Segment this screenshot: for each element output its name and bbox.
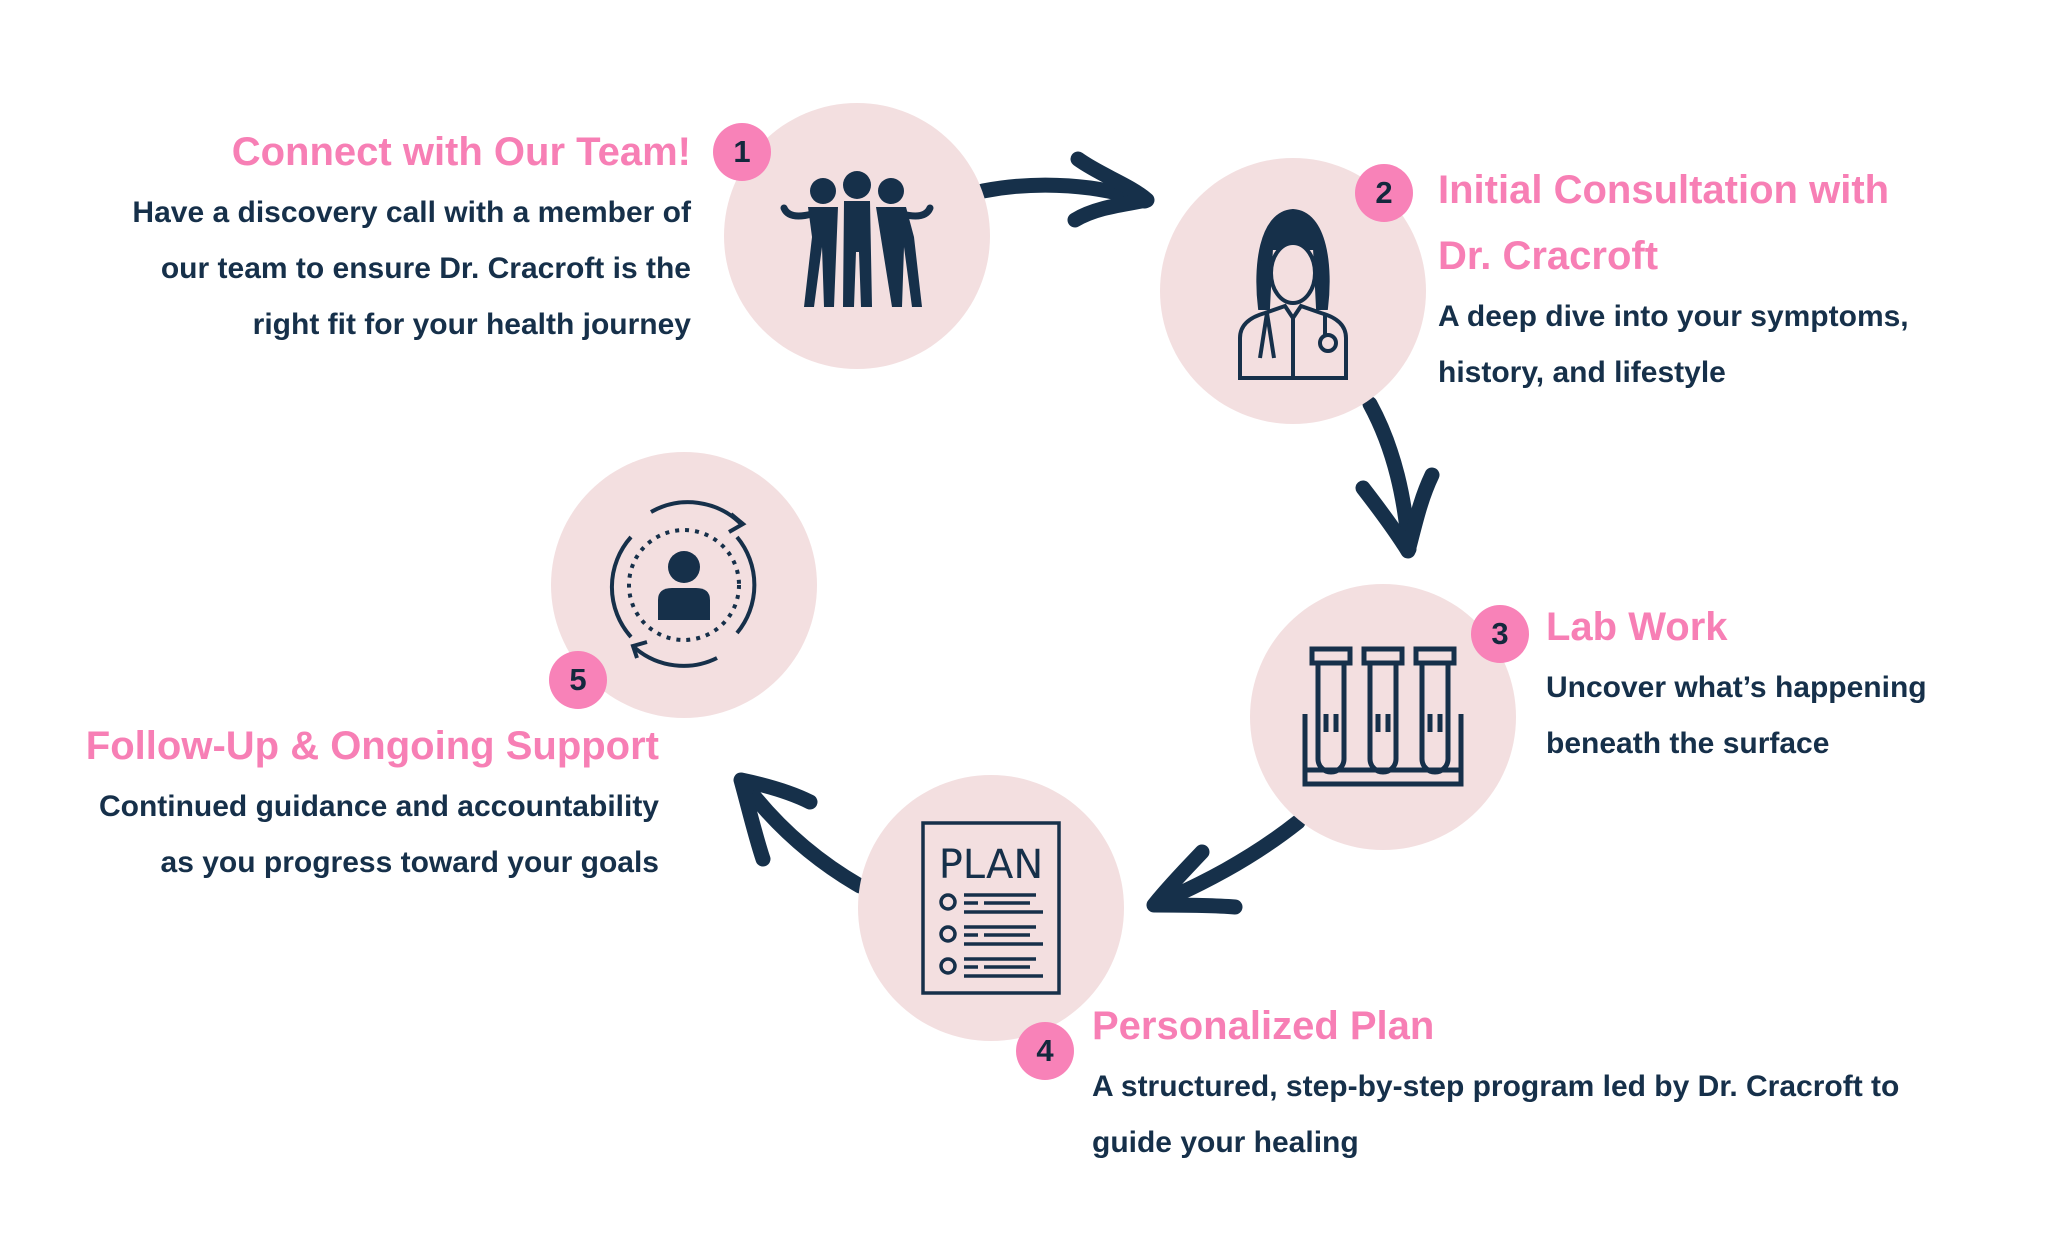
step-2-title-line: Dr. Cracroft bbox=[1438, 234, 1659, 278]
doctor-icon bbox=[1238, 208, 1348, 380]
arrow-1-to-2 bbox=[975, 151, 1155, 228]
step-3-title: Lab Work bbox=[1546, 605, 1728, 649]
step-1-text: Connect with Our Team! Have a discovery … bbox=[132, 119, 691, 353]
arrow-4-to-5 bbox=[733, 772, 868, 894]
step-3-body-line: beneath the surface bbox=[1546, 727, 1830, 760]
plan-label: PLAN bbox=[939, 842, 1044, 888]
step-3-text: Lab Work Uncover what’s happening beneat… bbox=[1546, 594, 1927, 772]
plan-document-icon: PLAN bbox=[921, 821, 1061, 995]
step-5-badge: 5 bbox=[549, 651, 607, 709]
step-3-body-line: Uncover what’s happening bbox=[1546, 671, 1927, 704]
step-1-title: Connect with Our Team! bbox=[231, 130, 691, 174]
step-4-text: Personalized Plan A structured, step-by-… bbox=[1092, 993, 1899, 1171]
step-4-circle: PLAN bbox=[858, 775, 1124, 1041]
step-1-body-line: right fit for your health journey bbox=[252, 308, 691, 341]
arrow-2-to-3 bbox=[1355, 396, 1440, 559]
step-5-text: Follow-Up & Ongoing Support Continued gu… bbox=[86, 713, 659, 891]
step-4-badge: 4 bbox=[1016, 1022, 1074, 1080]
step-1-body-line: Have a discovery call with a member of bbox=[132, 196, 691, 229]
step-2-body-line: A deep dive into your symptoms, bbox=[1438, 300, 1909, 333]
arrow-3-to-4 bbox=[1146, 814, 1306, 915]
person-cycle-icon bbox=[609, 500, 757, 668]
step-2-title-line: Initial Consultation with bbox=[1438, 168, 1890, 212]
step-4-body-line: A structured, step-by-step program led b… bbox=[1092, 1070, 1900, 1103]
step-1-circle bbox=[724, 103, 990, 369]
test-tubes-icon bbox=[1302, 646, 1464, 787]
step-4-title: Personalized Plan bbox=[1092, 1004, 1435, 1048]
step-2-text: Initial Consultation with Dr. Cracroft A… bbox=[1438, 157, 1909, 401]
step-1-body-line: our team to ensure Dr. Cracroft is the bbox=[160, 252, 691, 285]
step-2-badge: 2 bbox=[1355, 164, 1413, 222]
step-1-badge: 1 bbox=[713, 123, 771, 181]
step-4-body-line: guide your healing bbox=[1092, 1126, 1359, 1159]
step-5-body-line: Continued guidance and accountability bbox=[98, 790, 659, 823]
step-3-badge: 3 bbox=[1471, 605, 1529, 663]
step-2-body-line: history, and lifestyle bbox=[1438, 356, 1726, 389]
step-5-title: Follow-Up & Ongoing Support bbox=[85, 724, 659, 768]
team-icon bbox=[780, 171, 934, 307]
step-5-body-line: as you progress toward your goals bbox=[160, 846, 659, 879]
